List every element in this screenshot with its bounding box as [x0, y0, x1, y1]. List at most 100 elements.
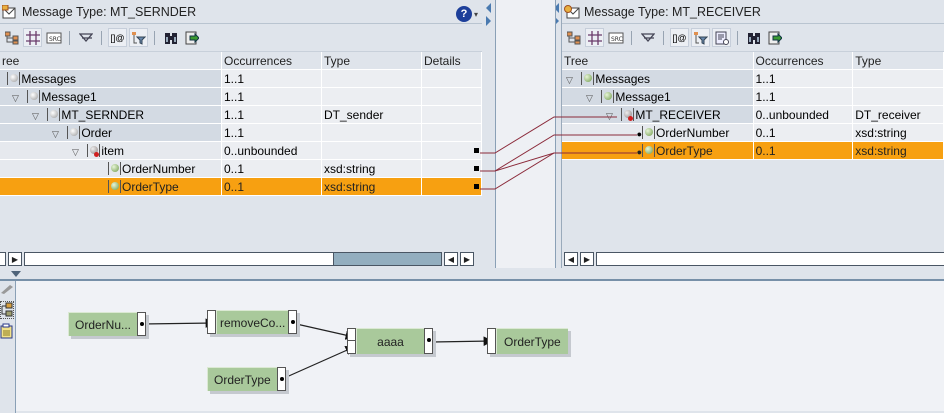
scroll-right-button[interactable]: ▶ — [460, 252, 474, 266]
output-port[interactable] — [137, 312, 147, 336]
toolbar-separator — [69, 30, 70, 45]
collapse-left-icon[interactable] — [554, 3, 559, 13]
src-view-icon[interactable]: SRC — [606, 28, 625, 47]
expand-toggle-icon[interactable]: ▽ — [52, 129, 59, 139]
tree-cell[interactable]: ▽ Message1 — [562, 88, 754, 105]
horizontal-scrollbar[interactable] — [24, 252, 442, 266]
node-label: aaaa — [356, 328, 424, 354]
collapse-left-icon[interactable] — [486, 3, 491, 13]
expand-toggle-icon[interactable]: ▽ — [586, 93, 593, 103]
expand-toggle-icon[interactable]: ▽ — [566, 75, 573, 85]
mapping-handle[interactable] — [474, 166, 479, 171]
find-icon[interactable] — [161, 28, 180, 47]
message-type-icon — [564, 4, 580, 19]
expand-toggle-icon[interactable]: ▽ — [0, 71, 4, 87]
tree-cell[interactable]: OrderNumber — [0, 160, 222, 177]
column-tree[interactable]: ree — [0, 52, 222, 69]
function-node-aaaa[interactable]: aaaa — [347, 328, 433, 354]
expand-toggle-icon[interactable]: ▽ — [32, 111, 39, 121]
input-port[interactable] — [207, 310, 216, 334]
output-port[interactable] — [424, 328, 433, 354]
namespace-icon[interactable]: []@ — [670, 28, 689, 47]
tree-cell[interactable]: ▽ Messages — [0, 70, 222, 87]
tree-cell[interactable]: ▽ Messages — [562, 70, 754, 87]
tree-cell[interactable]: OrderType — [0, 178, 222, 195]
collapse-icon[interactable] — [76, 28, 95, 47]
occurrences-cell: 0..1 — [753, 142, 854, 159]
namespace-icon[interactable]: []@ — [108, 28, 127, 47]
source-node-ordertype[interactable]: OrderType — [207, 367, 286, 391]
mapping-handle[interactable] — [474, 148, 479, 153]
output-port[interactable] — [276, 367, 286, 391]
expand-right-icon[interactable] — [486, 16, 491, 26]
tree-view-icon[interactable] — [2, 28, 21, 47]
function-node-removecontexts[interactable]: removeCo... — [207, 310, 298, 334]
scroll-left-button[interactable] — [0, 252, 6, 266]
tree-cell[interactable]: ▽ MT_RECEIVER — [562, 106, 754, 123]
scroll-left-button[interactable]: ◀ — [444, 252, 458, 266]
panel-splitter[interactable] — [0, 268, 944, 279]
column-details[interactable]: Details — [422, 52, 482, 69]
find-icon[interactable] — [744, 28, 763, 47]
document-icon[interactable] — [712, 28, 731, 47]
pencil-icon[interactable] — [0, 283, 14, 294]
expand-toggle-icon[interactable]: ▽ — [606, 111, 613, 121]
scroll-left-button[interactable]: ◀ — [564, 252, 578, 266]
table-view-icon[interactable] — [23, 28, 42, 47]
column-type[interactable]: Type — [322, 52, 422, 69]
input-port[interactable] — [487, 328, 496, 354]
tree-cell[interactable]: ●OrderNumber — [562, 124, 754, 141]
source-node-ordernumber[interactable]: OrderNu... — [68, 312, 147, 336]
tree-cell[interactable]: ▽ Order — [0, 124, 222, 141]
scrollbar-thumb[interactable] — [333, 253, 441, 265]
collapse-down-icon[interactable] — [11, 271, 21, 277]
clipboard-icon[interactable] — [0, 323, 14, 339]
src-view-icon[interactable]: SRC — [44, 28, 63, 47]
expand-toggle-icon[interactable]: ▽ — [72, 147, 79, 157]
horizontal-scrollbar[interactable] — [595, 252, 944, 266]
node-label: OrderType — [496, 328, 568, 354]
scroll-right-button[interactable]: ▶ — [579, 252, 594, 266]
filter-icon[interactable] — [691, 28, 710, 47]
column-type[interactable]: Type — [853, 52, 944, 69]
export-icon[interactable] — [182, 28, 201, 47]
mapping-dot-icon: ● — [636, 147, 642, 157]
input-port[interactable] — [347, 328, 356, 341]
tree-cell[interactable]: ▽ Message1 — [0, 88, 222, 105]
scroll-right-button[interactable]: ▶ — [8, 252, 22, 266]
help-icon[interactable]: ? — [455, 6, 472, 22]
collapse-icon[interactable] — [638, 28, 657, 47]
mapping-handle[interactable] — [474, 184, 479, 189]
filter-icon[interactable] — [129, 28, 148, 47]
tree-view-icon[interactable] — [564, 28, 583, 47]
tree-cell[interactable]: ●OrderType — [562, 142, 754, 159]
table-view-icon[interactable] — [585, 28, 604, 47]
tree-cell[interactable]: ▽ item — [0, 142, 222, 159]
input-port[interactable] — [347, 341, 356, 354]
message-type-icon — [1, 4, 18, 19]
help-dropdown-icon[interactable]: ▾ — [473, 9, 478, 19]
target-scrollbar-row: ◀ ▶ — [562, 251, 944, 267]
output-port[interactable] — [288, 310, 298, 334]
expand-right-icon[interactable] — [554, 16, 559, 26]
column-tree[interactable]: Tree — [562, 52, 754, 69]
target-node-ordertype[interactable]: OrderType — [487, 328, 568, 354]
function-tree-icon[interactable] — [0, 301, 14, 319]
tree-cell[interactable]: ▽ MT_SERNDER — [0, 106, 222, 123]
column-occurrences[interactable]: Occurrences — [222, 52, 322, 69]
column-occurrences[interactable]: Occurrences — [754, 52, 854, 69]
export-icon[interactable] — [765, 28, 784, 47]
expand-toggle-icon[interactable]: ▽ — [12, 93, 19, 103]
